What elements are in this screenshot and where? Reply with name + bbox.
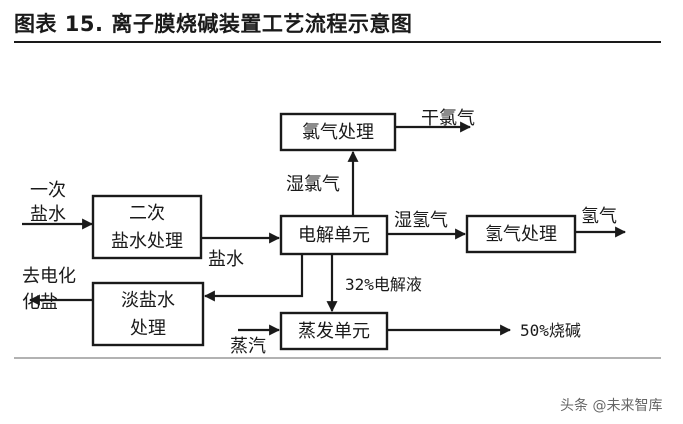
dilute-brine-label-line1: 淡盐水 <box>121 290 175 311</box>
caustic-soda-label: 50%烧碱 <box>520 321 581 340</box>
steam-label: 蒸汽 <box>230 336 266 357</box>
hydrogen-label: 氢气 <box>581 206 617 227</box>
dechlorinated-salt-label-line1: 去电化 <box>22 266 76 287</box>
dilute-brine-treatment-box: 淡盐水 处理 <box>91 281 205 347</box>
secondary-brine-treatment-box: 二次 盐水处理 <box>91 194 203 260</box>
page-title: 图表 15. 离子膜烧碱装置工艺流程示意图 <box>14 12 413 36</box>
hydrogen-treatment-label: 氢气处理 <box>485 224 557 245</box>
secondary-brine-label-line1: 二次 <box>129 203 165 224</box>
chlorine-treatment-label: 氯气处理 <box>302 122 374 143</box>
primary-brine-label-line2: 盐水 <box>30 204 66 225</box>
dilute-brine-label-line2: 处理 <box>130 318 166 339</box>
electrolysis-unit-box: 电解单元 <box>279 214 389 256</box>
dilute-brine-return-arrow <box>203 254 304 302</box>
brine-label: 盐水 <box>208 249 244 270</box>
dry-chlorine-label: 干氯气 <box>421 108 475 129</box>
evaporation-unit-label: 蒸发单元 <box>298 321 370 342</box>
wet-chlorine-label: 湿氯气 <box>286 174 340 195</box>
watermark: 头条 @未来智库 <box>560 398 663 414</box>
electrolysis-unit-label: 电解单元 <box>298 225 370 246</box>
hydrogen-treatment-box: 氢气处理 <box>465 214 577 254</box>
dechlorinated-salt-label-line2: 化盐 <box>22 292 58 313</box>
chlorine-treatment-box: 氯气处理 <box>279 112 397 152</box>
title-underline <box>14 41 661 43</box>
secondary-brine-label-line2: 盐水处理 <box>111 231 183 252</box>
electrolyte-label: 32%电解液 <box>345 275 422 294</box>
wet-hydrogen-label: 湿氢气 <box>394 210 448 231</box>
primary-brine-label-line1: 一次 <box>30 180 66 201</box>
evaporation-unit-box: 蒸发单元 <box>279 311 389 351</box>
